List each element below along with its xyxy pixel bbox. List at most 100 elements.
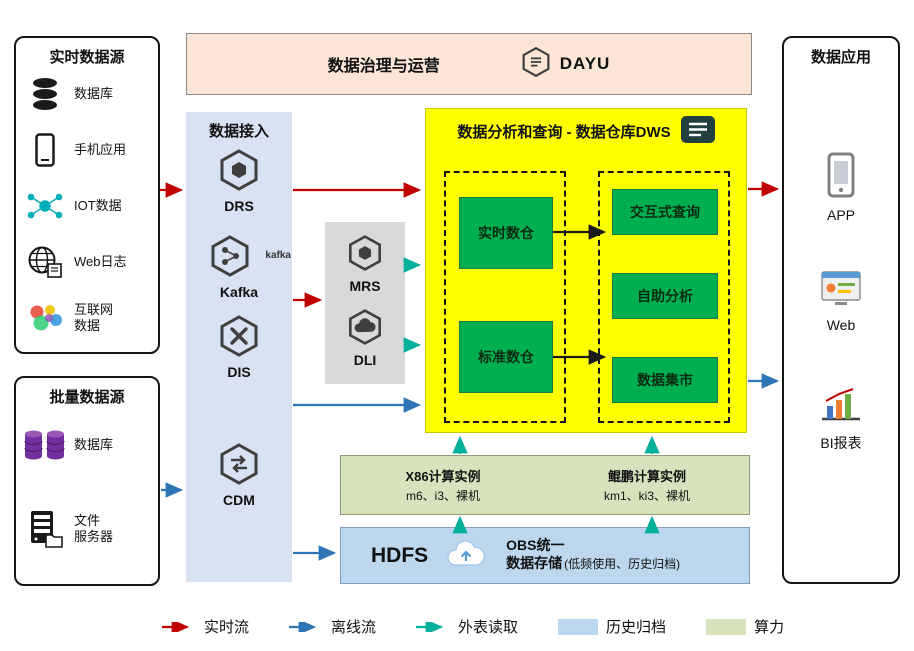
list-item-web: Web (784, 270, 898, 333)
legend-item-realtime-flow: 实时流 (162, 616, 249, 637)
governance-title: 数据治理与运营 (327, 58, 440, 75)
dayu-logo: DAYU (520, 46, 611, 83)
batch-sources-title: 批量数据源 (49, 389, 125, 406)
iot-icon (22, 191, 68, 221)
dws-title-row: 数据分析和查询 - 数据仓库DWS (426, 116, 746, 147)
drs-hexagon-icon (217, 149, 261, 196)
item-label: 数据库 (74, 436, 114, 452)
item-label: 手机应用 (74, 141, 127, 157)
item-label: 文件 服务器 (74, 512, 114, 544)
item-label: 互联网 数据 (74, 301, 114, 333)
data-applications-panel: 数据应用 APP W (782, 36, 900, 584)
mrs-hexagon-icon (346, 235, 384, 276)
item-label: BI报表 (820, 435, 862, 451)
realtime-sources-title: 实时数据源 (49, 49, 125, 66)
hdfs-label: HDFS (371, 543, 429, 567)
service-dis: DIS (186, 314, 292, 380)
batch-sources-panel: 批量数据源 数据库 (14, 376, 160, 586)
kafka-hexagon-icon (208, 234, 252, 283)
realtime-sources-list: 数据库 手机应用 (16, 73, 158, 339)
service-label: DRS (224, 198, 254, 214)
report-icon (680, 116, 715, 147)
hdfs-storage-panel: HDFS OBS统一 数据存储(低频使用、历史归档) (340, 527, 750, 584)
file-server-icon (22, 509, 68, 549)
obs-line1: OBS统一 (506, 536, 565, 553)
legend-label: 历史归档 (606, 619, 667, 636)
list-item-database: 数据库 (16, 73, 158, 115)
service-label: MRS (349, 278, 381, 294)
internet-data-icon (22, 303, 68, 333)
app-phone-icon (827, 152, 855, 202)
mobile-phone-icon (22, 133, 68, 167)
obs-line2-bold: 数据存储 (506, 555, 563, 572)
item-label: 数据库 (74, 85, 114, 101)
data-mart-box: 数据集市 (612, 357, 718, 403)
realtime-warehouse-box: 实时数仓 (459, 197, 553, 269)
legend-item-external-read: 外表读取 (416, 616, 518, 637)
dli-hexagon-icon (346, 309, 384, 350)
compute-power-swatch (706, 618, 747, 635)
self-service-analysis-box: 自助分析 (612, 273, 718, 319)
bi-report-icon (819, 388, 863, 428)
dayu-hexagon-icon (520, 46, 552, 83)
item-label: Web (826, 317, 856, 333)
web-browser-icon (819, 271, 863, 312)
dis-hexagon-icon (217, 315, 261, 362)
web-log-icon (22, 245, 68, 279)
item-label: APP (826, 207, 855, 223)
database-icon (22, 76, 68, 112)
cloud-icon (444, 537, 490, 574)
interactive-query-box: 交互式查询 (612, 189, 718, 235)
service-mrs: MRS (325, 234, 405, 294)
list-item-batch-database: 数据库 (16, 421, 158, 469)
list-item-internet-data: 互联网 数据 (16, 297, 158, 339)
obs-line2: 数据存储(低频使用、历史归档) (506, 554, 680, 574)
legend-item-compute-power: 算力 (706, 616, 784, 637)
legend-label: 算力 (754, 619, 785, 636)
legend-item-offline-flow: 离线流 (289, 616, 376, 637)
list-item-web-log: Web日志 (16, 241, 158, 283)
legend-label: 实时流 (204, 619, 250, 636)
service-label: DLI (353, 352, 377, 368)
service-label: Kafka (219, 284, 259, 300)
list-item-file-server: 文件 服务器 (16, 505, 158, 553)
query-group: 交互式查询 自助分析 数据集市 (598, 171, 730, 423)
service-dli: DLI (325, 308, 405, 368)
obs-note: (低频使用、历史归档) (564, 557, 681, 572)
realtime-sources-panel: 实时数据源 数据库 手机应用 (14, 36, 160, 354)
compute-instances-panel: X86计算实例 m6、i3、裸机 鲲鹏计算实例 km1、ki3、裸机 (340, 455, 750, 515)
cdm-hexagon-icon (217, 443, 261, 490)
obs-storage-text: OBS统一 数据存储(低频使用、历史归档) (506, 537, 680, 575)
kunpeng-compute-col: 鲲鹏计算实例 km1、ki3、裸机 (545, 456, 749, 514)
dws-panel: 数据分析和查询 - 数据仓库DWS 实时数仓 标准数仓 交互式查询 自助分析 数… (425, 108, 747, 433)
item-label: Web日志 (74, 253, 127, 269)
governance-banner: 数据治理与运营 DAYU (186, 33, 752, 95)
processing-panel: MRS DLI (325, 222, 405, 384)
warehouse-group: 实时数仓 标准数仓 (444, 171, 566, 423)
kunpeng-compute-detail: km1、ki3、裸机 (603, 489, 690, 503)
legend-item-history-archive: 历史归档 (558, 616, 666, 637)
service-label: DIS (227, 364, 251, 380)
data-ingestion-panel: 数据接入 DRS kafka Kafka (186, 112, 292, 582)
dws-title: 数据分析和查询 - 数据仓库DWS (457, 124, 671, 141)
batch-sources-list: 数据库 文件 服务器 (16, 421, 158, 553)
database-purple-icon (22, 426, 68, 464)
standard-warehouse-box: 标准数仓 (459, 321, 553, 393)
legend: 实时流 离线流 外表读取 历史归档 算力 (162, 616, 784, 637)
legend-label: 外表读取 (458, 619, 519, 636)
service-cdm: CDM (186, 442, 292, 508)
list-item-bi-report: BI报表 (784, 386, 898, 453)
kunpeng-compute-title: 鲲鹏计算实例 (607, 469, 686, 484)
legend-realtime-arrow-icon (162, 621, 190, 632)
data-ingestion-title: 数据接入 (208, 123, 269, 140)
kafka-logo-badge: kafka (265, 250, 291, 261)
list-item-app: APP (784, 152, 898, 223)
service-label: CDM (223, 492, 255, 508)
legend-external-arrow-icon (416, 621, 444, 632)
legend-offline-arrow-icon (289, 621, 317, 632)
x86-compute-col: X86计算实例 m6、i3、裸机 (341, 456, 545, 514)
service-kafka: kafka Kafka (186, 234, 292, 300)
x86-compute-title: X86计算实例 (405, 469, 481, 484)
item-label: IOT数据 (74, 197, 122, 213)
legend-label: 离线流 (331, 619, 377, 636)
